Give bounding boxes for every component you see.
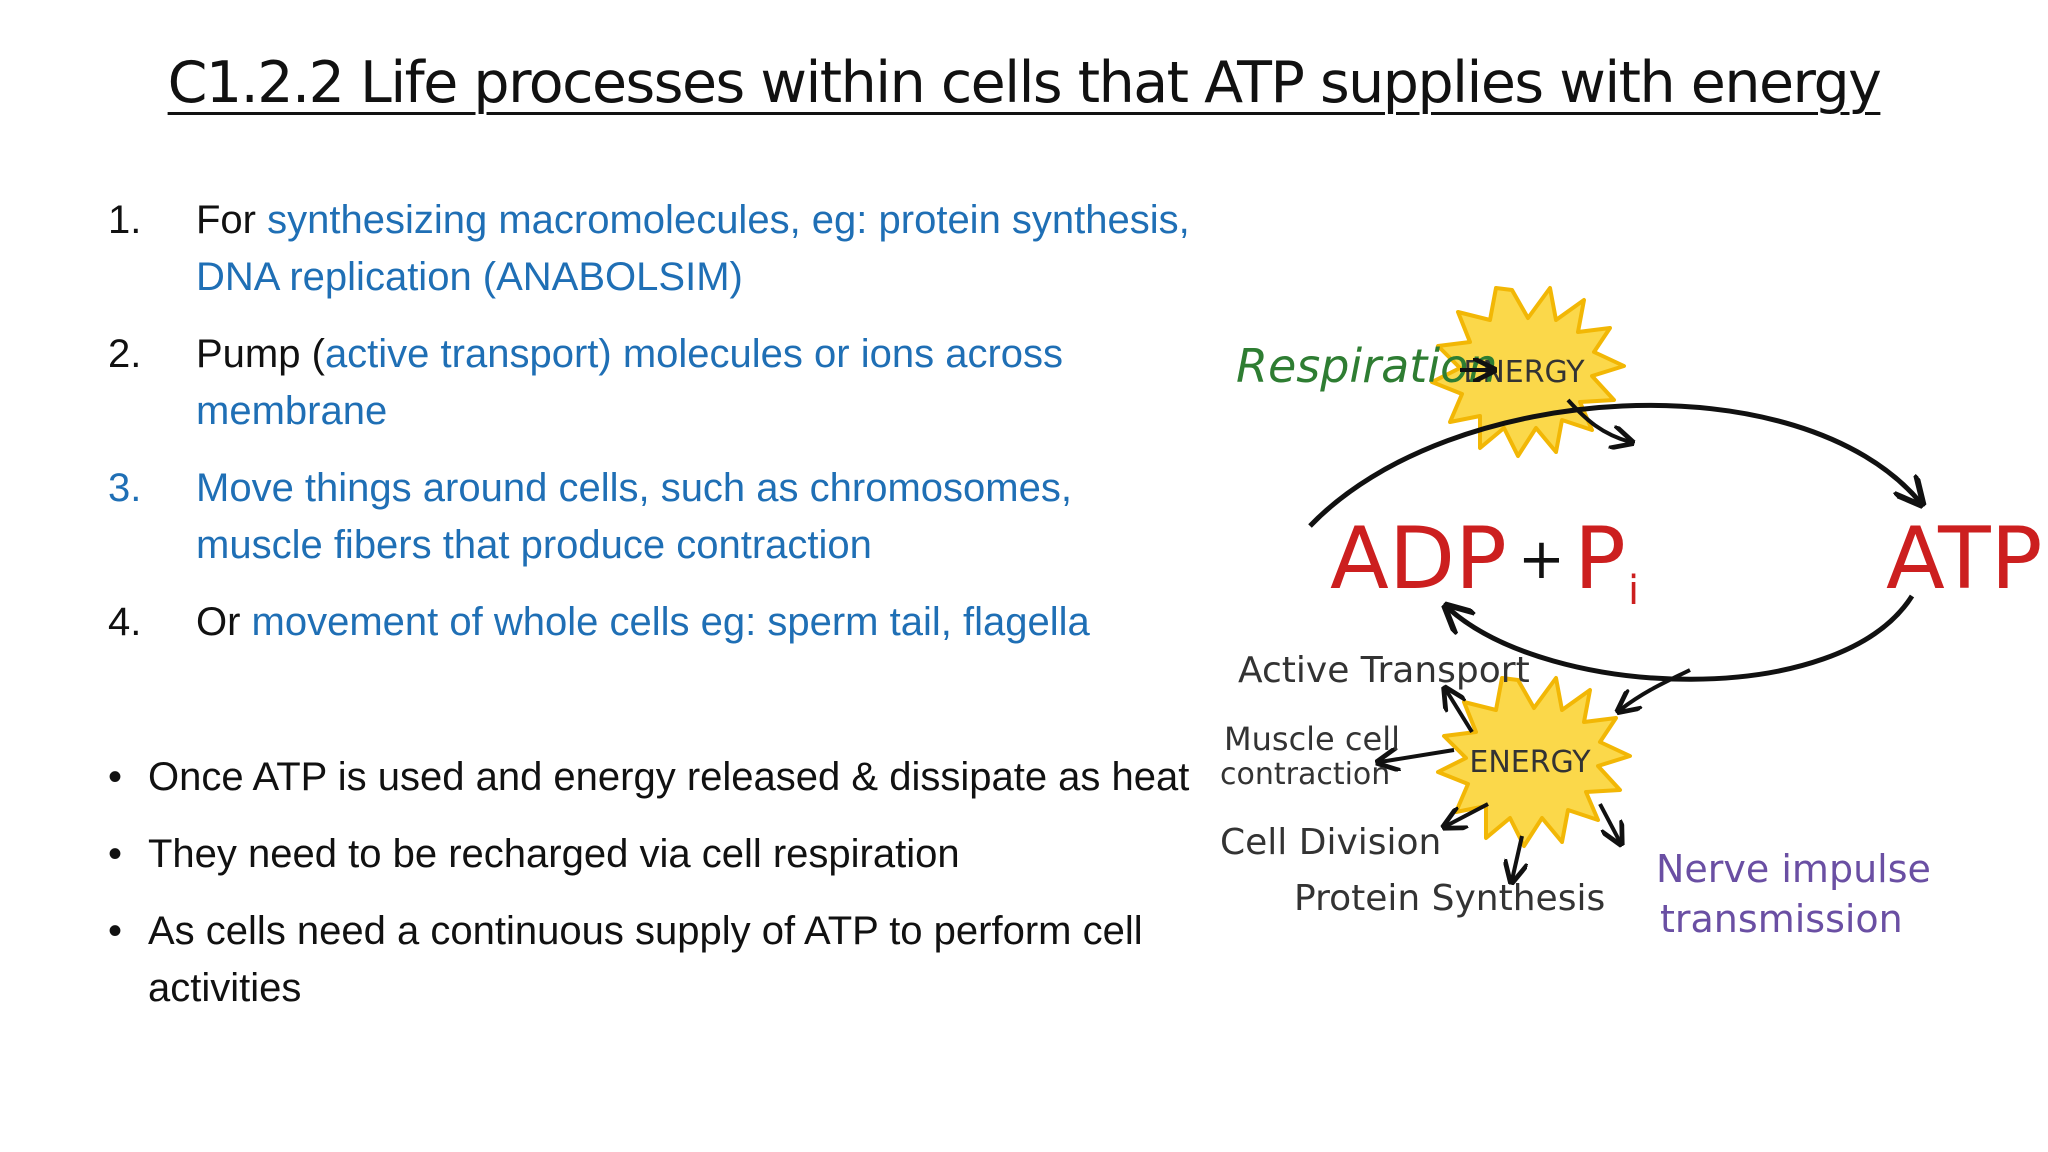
arrow-cell-division-icon xyxy=(1446,802,1489,826)
bullet-list: • Once ATP is used and energy released &… xyxy=(108,749,1238,1037)
list-item: 1. For synthesizing macromolecules, eg: … xyxy=(108,192,1198,306)
nerve-impulse-label: Nerve impulse xyxy=(1656,847,1931,891)
energy-bottom-label: ENERGY xyxy=(1469,745,1591,780)
arrow-active-transport-icon xyxy=(1446,690,1474,734)
list-item: 4. Or movement of whole cells eg: sperm … xyxy=(108,594,1198,651)
bullet-item: • As cells need a continuous supply of A… xyxy=(108,903,1238,1017)
list-number: 1. xyxy=(108,198,142,242)
phosphate-i-subscript: i xyxy=(1628,568,1639,614)
list-number: 3. xyxy=(108,466,142,510)
numbered-list: 1. For synthesizing macromolecules, eg: … xyxy=(108,192,1198,671)
arrow-muscle-contraction-icon xyxy=(1380,750,1455,762)
bullet-dot-icon: • xyxy=(108,832,123,876)
bullet-item: • Once ATP is used and energy released &… xyxy=(108,749,1238,806)
list-lead-text: Or xyxy=(196,600,252,644)
bullet-dot-icon: • xyxy=(108,755,123,799)
bullet-text: They need to be recharged via cell respi… xyxy=(148,832,960,876)
list-lead-text: For xyxy=(196,198,268,242)
bullet-text: As cells need a continuous supply of ATP… xyxy=(148,909,1143,1010)
respiration-label: Respiration xyxy=(1236,339,1497,393)
list-number: 4. xyxy=(108,600,142,644)
arrow-protein-synthesis-icon xyxy=(1512,835,1522,880)
bullet-text: Once ATP is used and energy released & d… xyxy=(148,755,1190,799)
list-highlight-text: active transport) molecules or ions acro… xyxy=(196,332,1064,433)
bullet-item: • They need to be recharged via cell res… xyxy=(108,826,1238,883)
atp-cycle-svg: ENERGY Respiration ADP + P i ATP ENERGY xyxy=(1220,286,2040,941)
cell-division-label: Cell Division xyxy=(1220,822,1441,863)
protein-synthesis-label: Protein Synthesis xyxy=(1294,878,1605,919)
list-highlight-text: synthesizing macromolecules, eg: protein… xyxy=(196,198,1190,299)
list-lead-text: Pump ( xyxy=(196,332,325,376)
slide-title: C1.2.2 Life processes within cells that … xyxy=(167,50,1882,116)
list-item: 2. Pump (active transport) molecules or … xyxy=(108,326,1198,440)
list-item: 3. Move things around cells, such as chr… xyxy=(108,460,1198,574)
list-highlight-text: movement of whole cells eg: sperm tail, … xyxy=(251,600,1090,644)
arrow-nerve-impulse-icon xyxy=(1598,803,1620,842)
list-highlight-text: Move things around cells, such as chromo… xyxy=(196,466,1072,567)
cycle-to-energy-arrow-icon xyxy=(1620,668,1691,710)
muscle-cell-label: Muscle cell xyxy=(1224,720,1400,758)
atp-cycle-diagram: ENERGY Respiration ADP + P i ATP ENERGY xyxy=(1200,270,2040,970)
contraction-label: contraction xyxy=(1220,757,1390,792)
cycle-arrow-bottom-icon xyxy=(1448,594,1915,682)
phosphate-p-label: P xyxy=(1574,509,1626,609)
list-number: 2. xyxy=(108,332,142,376)
atp-label: ATP xyxy=(1886,509,2040,609)
cycle-arrow-top-icon xyxy=(1308,402,1920,528)
energy-to-cycle-arrow-icon xyxy=(1566,398,1630,442)
energy-starburst-top-icon xyxy=(1430,286,1626,458)
bullet-dot-icon: • xyxy=(108,909,123,953)
transmission-label: transmission xyxy=(1660,897,1903,941)
plus-sign: + xyxy=(1518,527,1565,592)
adp-label: ADP xyxy=(1330,509,1507,609)
active-transport-label: Active Transport xyxy=(1238,650,1530,691)
